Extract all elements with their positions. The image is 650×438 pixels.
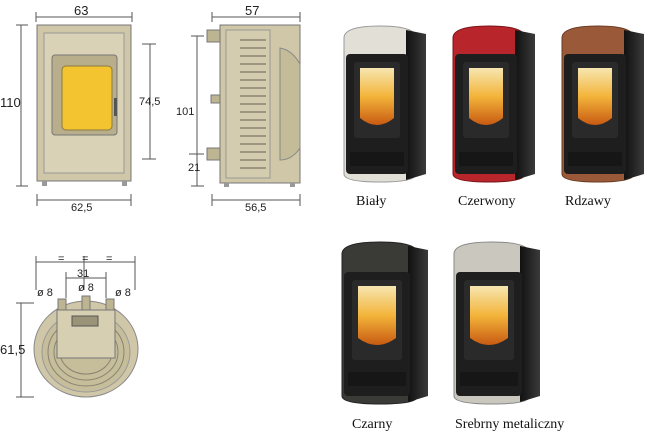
stove-variant-white[interactable]	[340, 24, 428, 184]
stove-variant-rust[interactable]	[558, 24, 646, 184]
stove-variant-red[interactable]	[449, 24, 537, 184]
front-view	[16, 12, 156, 206]
top-pipe-left-label: ø 8	[37, 287, 53, 299]
stove-variant-silver[interactable]	[450, 240, 542, 406]
side-depth-bottom-label: 56,5	[245, 202, 267, 214]
stove-variant-black[interactable]	[338, 240, 430, 406]
top-equal-left: =	[58, 253, 65, 265]
variant-label-red: Czerwony	[458, 194, 516, 209]
variant-label-rust: Rdzawy	[565, 194, 611, 209]
top-view	[16, 256, 139, 398]
front-width-bottom-label: 62,5	[71, 202, 93, 214]
side-view	[189, 12, 301, 206]
variant-label-white: Biały	[356, 194, 387, 209]
side-depth-top-label: 57	[245, 3, 260, 18]
front-height-label: 110	[0, 95, 21, 110]
front-inner-height-label: 74,5	[139, 96, 161, 108]
top-equal-mid: =	[82, 253, 89, 265]
side-outlet-height-label: 101	[176, 106, 195, 118]
front-width-top-label: 63	[74, 3, 89, 18]
side-inlet-height-label: 21	[188, 162, 201, 174]
variant-label-black: Czarny	[352, 417, 393, 432]
top-spacing-label: 31	[77, 268, 90, 280]
top-pipe-right-label: ø 8	[115, 287, 131, 299]
top-pipe-center-label: ø 8	[78, 282, 94, 294]
top-depth-label: 61,5	[0, 342, 26, 357]
variant-label-silver: Srebrny metaliczny	[455, 417, 565, 432]
top-equal-right: =	[106, 253, 113, 265]
